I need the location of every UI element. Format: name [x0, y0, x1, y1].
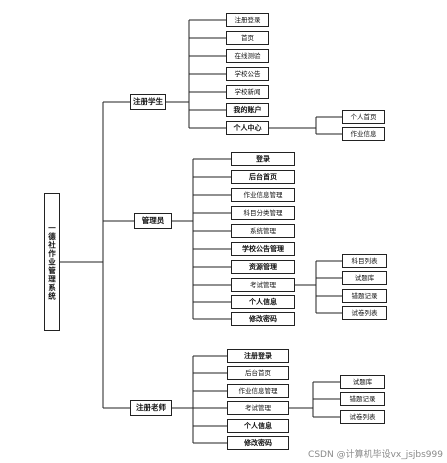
teacher-item-personal-info: 个人信息: [227, 419, 289, 433]
node-administrator: 管理员: [134, 213, 172, 229]
student-item-school-notice: 学校公告: [226, 67, 269, 81]
teacher-item-backend-home: 后台首页: [227, 366, 289, 380]
admin-sub-subject-list: 科目列表: [342, 254, 387, 268]
admin-item-resource-management: 资源管理: [231, 260, 295, 274]
student-item-register-login: 注册登录: [226, 13, 269, 27]
admin-item-exam-management: 考试管理: [231, 278, 295, 292]
student-sub-homework-info: 作业信息: [342, 127, 385, 141]
admin-item-login: 登录: [231, 152, 295, 166]
teacher-sub-wrong-records: 错题记录: [340, 392, 385, 406]
admin-sub-paper-list: 试卷列表: [342, 306, 387, 320]
student-item-online-quiz: 在线测验: [226, 49, 269, 63]
admin-item-personal-info: 个人信息: [231, 295, 295, 309]
teacher-item-exam-management: 考试管理: [227, 401, 289, 415]
student-sub-personal-home: 个人首页: [342, 110, 385, 124]
admin-item-subject-category: 科目分类管理: [231, 206, 295, 220]
admin-item-notice-management: 学校公告管理: [231, 242, 295, 256]
student-item-school-news: 学校新闻: [226, 85, 269, 99]
admin-sub-wrong-records: 错题记录: [342, 289, 387, 303]
admin-item-homework-management: 作业信息管理: [231, 188, 295, 202]
admin-item-backend-home: 后台首页: [231, 170, 295, 184]
teacher-sub-question-bank: 试题库: [340, 375, 385, 389]
teacher-item-change-password: 修改密码: [227, 436, 289, 450]
root-system-node: 一德社作业管理系统: [44, 193, 60, 331]
node-registered-teacher: 注册老师: [130, 400, 172, 416]
teacher-item-register-login: 注册登录: [227, 349, 289, 363]
node-registered-student: 注册学生: [130, 94, 166, 110]
teacher-item-homework-management: 作业信息管理: [227, 384, 289, 398]
admin-sub-question-bank: 试题库: [342, 271, 387, 285]
admin-item-change-password: 修改密码: [231, 312, 295, 326]
teacher-sub-paper-list: 试卷列表: [340, 410, 385, 424]
student-item-personal-center: 个人中心: [226, 121, 269, 135]
student-item-my-account: 我的账户: [226, 103, 269, 117]
student-item-home: 首页: [226, 31, 269, 45]
admin-item-system-management: 系统管理: [231, 224, 295, 238]
csdn-watermark: CSDN @计算机毕设vx_jsjbs999: [308, 450, 443, 460]
